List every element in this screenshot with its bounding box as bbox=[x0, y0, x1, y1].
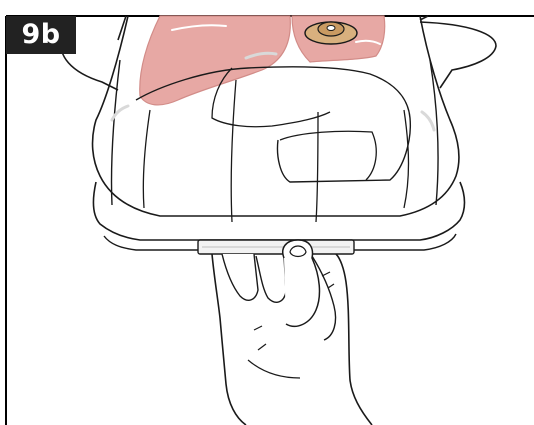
inner-chamber bbox=[280, 131, 376, 180]
thumbnail bbox=[290, 246, 306, 257]
hand-finger-2 bbox=[256, 256, 286, 302]
step-label-badge: 9b bbox=[6, 16, 76, 54]
shading-right bbox=[422, 112, 434, 130]
knuckle-line-4 bbox=[328, 284, 334, 288]
hand-illustration bbox=[212, 240, 372, 425]
palm-crease bbox=[248, 360, 300, 378]
pink-interior-left bbox=[140, 16, 291, 105]
valve-port-icon bbox=[305, 22, 357, 44]
rib-right-1 bbox=[404, 110, 409, 208]
rib-left-2 bbox=[143, 110, 150, 208]
knuckle-line-1 bbox=[254, 326, 262, 330]
rib-center-2 bbox=[316, 112, 318, 222]
highlight-streak-3 bbox=[370, 71, 398, 78]
rib-center-1 bbox=[231, 80, 236, 222]
pull-tab bbox=[198, 240, 354, 254]
hand-finger-1 bbox=[222, 254, 258, 300]
base-tray bbox=[93, 182, 464, 240]
device-right-wing bbox=[420, 22, 496, 88]
knuckle-line-3 bbox=[322, 272, 330, 276]
rib-left-1 bbox=[111, 60, 120, 205]
knuckle-line-2 bbox=[258, 344, 266, 350]
